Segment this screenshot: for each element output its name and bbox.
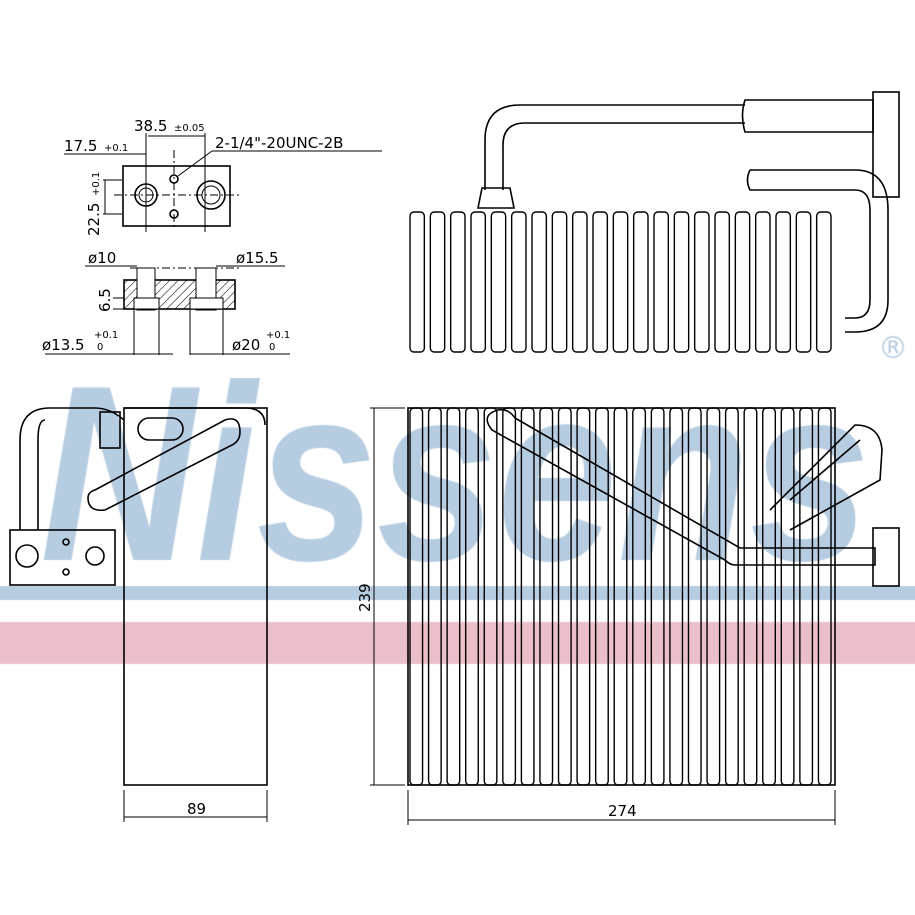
- fin: [464, 407, 479, 786]
- fin: [612, 211, 629, 353]
- dim-d20: ø20: [232, 336, 260, 354]
- fin: [429, 211, 446, 353]
- dim-offset: 17.5: [64, 137, 97, 155]
- fin: [693, 211, 710, 353]
- dim-thickness: 6.5: [96, 288, 114, 312]
- dim-flange-height-tol: +0.1: [91, 172, 102, 196]
- dim-hole-spacing: 38.5: [134, 117, 167, 135]
- dim-d13-5: ø13.5: [42, 336, 85, 354]
- dim-d15-5: ø15.5: [236, 249, 279, 267]
- fin: [539, 407, 554, 786]
- fin: [687, 407, 702, 786]
- fin: [483, 407, 498, 786]
- dim-flange-height: 22.5: [85, 203, 103, 236]
- fin: [673, 211, 690, 353]
- fin: [650, 407, 665, 786]
- dim-hole-spacing-tol: ±0.05: [174, 123, 205, 134]
- fin: [724, 407, 739, 786]
- fin: [743, 407, 758, 786]
- fin: [762, 407, 777, 786]
- dim-thread: 2-1/4"-20UNC-2B: [215, 134, 343, 152]
- fin: [653, 211, 670, 353]
- dim-d13-5-tol-bot: 0: [97, 342, 103, 353]
- fin: [557, 407, 572, 786]
- fin: [470, 211, 487, 353]
- evaporator-front-view: 239 274: [356, 407, 900, 825]
- fin: [775, 211, 792, 353]
- fin: [594, 407, 609, 786]
- fin: [817, 407, 832, 786]
- fin: [490, 211, 507, 353]
- dim-offset-tol: +0.1: [104, 143, 128, 154]
- dim-depth: 89: [187, 800, 206, 818]
- fin: [815, 211, 832, 353]
- dim-d20-tol-top: +0.1: [266, 330, 290, 341]
- fin: [754, 211, 771, 353]
- fin: [571, 211, 588, 353]
- fin: [531, 211, 548, 353]
- fin: [551, 211, 568, 353]
- fin: [576, 407, 591, 786]
- fin: [706, 407, 721, 786]
- fin: [780, 407, 795, 786]
- front-fins: [409, 407, 832, 786]
- fin: [502, 407, 517, 786]
- top-fins: [409, 211, 832, 353]
- dim-height: 239: [356, 583, 374, 612]
- dim-width: 274: [608, 802, 637, 820]
- fin: [632, 211, 649, 353]
- fin: [520, 407, 535, 786]
- fin: [799, 407, 814, 786]
- dim-d10: ø10: [88, 249, 116, 267]
- evaporator-top-view: [409, 91, 900, 353]
- fin: [409, 211, 426, 353]
- flange-section-view: ø10 ø15.5 6.5 ø13.5 +0.1 0 ø20 +0.1 0: [42, 249, 290, 355]
- fin: [446, 407, 461, 786]
- flange-top-view: 38.5 ±0.05 17.5 +0.1 22.5 +0.1 2-1/4"-20…: [64, 117, 382, 236]
- dim-d13-5-tol-top: +0.1: [94, 330, 118, 341]
- fin: [449, 211, 466, 353]
- fin: [734, 211, 751, 353]
- fin: [714, 211, 731, 353]
- fin: [427, 407, 442, 786]
- fin: [613, 407, 628, 786]
- dim-d20-tol-bot: 0: [269, 342, 275, 353]
- fin: [669, 407, 684, 786]
- fin: [632, 407, 647, 786]
- evaporator-side-view: 89: [9, 407, 268, 822]
- fin: [510, 211, 527, 353]
- fin: [409, 407, 424, 786]
- fin: [592, 211, 609, 353]
- fin: [795, 211, 812, 353]
